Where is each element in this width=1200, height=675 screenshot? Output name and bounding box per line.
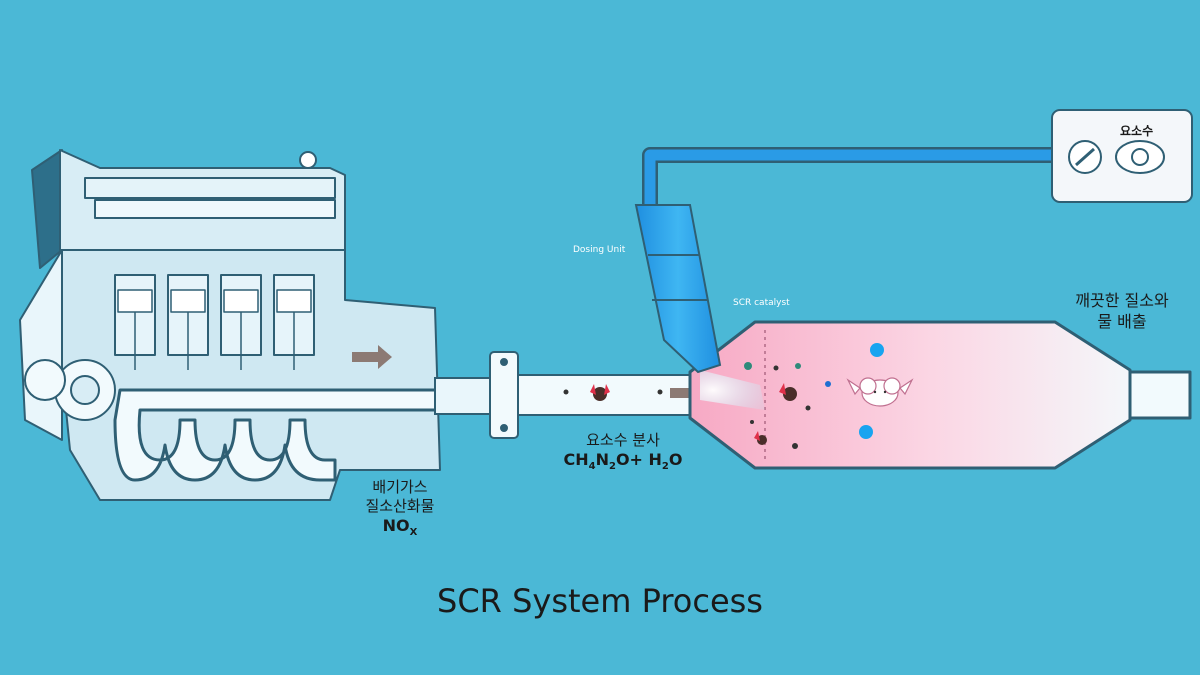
exhaust-pipe [434,351,699,439]
exhaust-line1: 배기가스 [372,478,428,496]
dosing-unit [634,204,722,374]
scr-catalyst [688,320,1192,470]
formula-sub: 2 [661,461,669,473]
exhaust-gas-label: 배기가스 질소산화물 NOX [340,478,460,542]
exhaust-line2: 질소산화물 [365,497,435,515]
page-title: SCR System Process [437,582,763,620]
urea-spray-text: 요소수 분사 [586,431,660,449]
formula-sub: 4 [588,461,596,473]
clean-cloud-icon [846,377,914,407]
dosing-line [642,147,1055,210]
formula-sub: 2 [608,461,616,473]
clean-output-label: 깨끗한 질소와 물 배출 [1062,290,1182,332]
nox-molecule-icon [563,384,663,401]
dosing-unit-label: Dosing Unit [573,245,626,255]
formula-part: O+ H [615,450,662,469]
urea-tank-label: 요소수 [1120,124,1154,138]
formula-part: O [668,450,683,469]
formula-part: CH [563,450,589,469]
engine-icon [19,149,442,501]
nox-formula-sub: X [409,527,418,539]
urea-tank-icon [1051,109,1193,203]
catalyst-particles [744,343,884,449]
urea-formula: CH4N2O+ H2O [548,450,698,477]
formula-part: N [595,450,609,469]
flow-arrow-icon [352,345,392,369]
clean-line2: 물 배출 [1097,312,1147,331]
clean-line1: 깨끗한 질소와 [1075,291,1169,310]
nox-formula: NOX [340,516,460,542]
nox-formula-main: NO [382,516,410,535]
scr-catalyst-label: SCR catalyst [733,298,790,308]
spray-cone [700,370,765,410]
urea-spray-label: 요소수 분사 CH4N2O+ H2O [548,430,698,477]
